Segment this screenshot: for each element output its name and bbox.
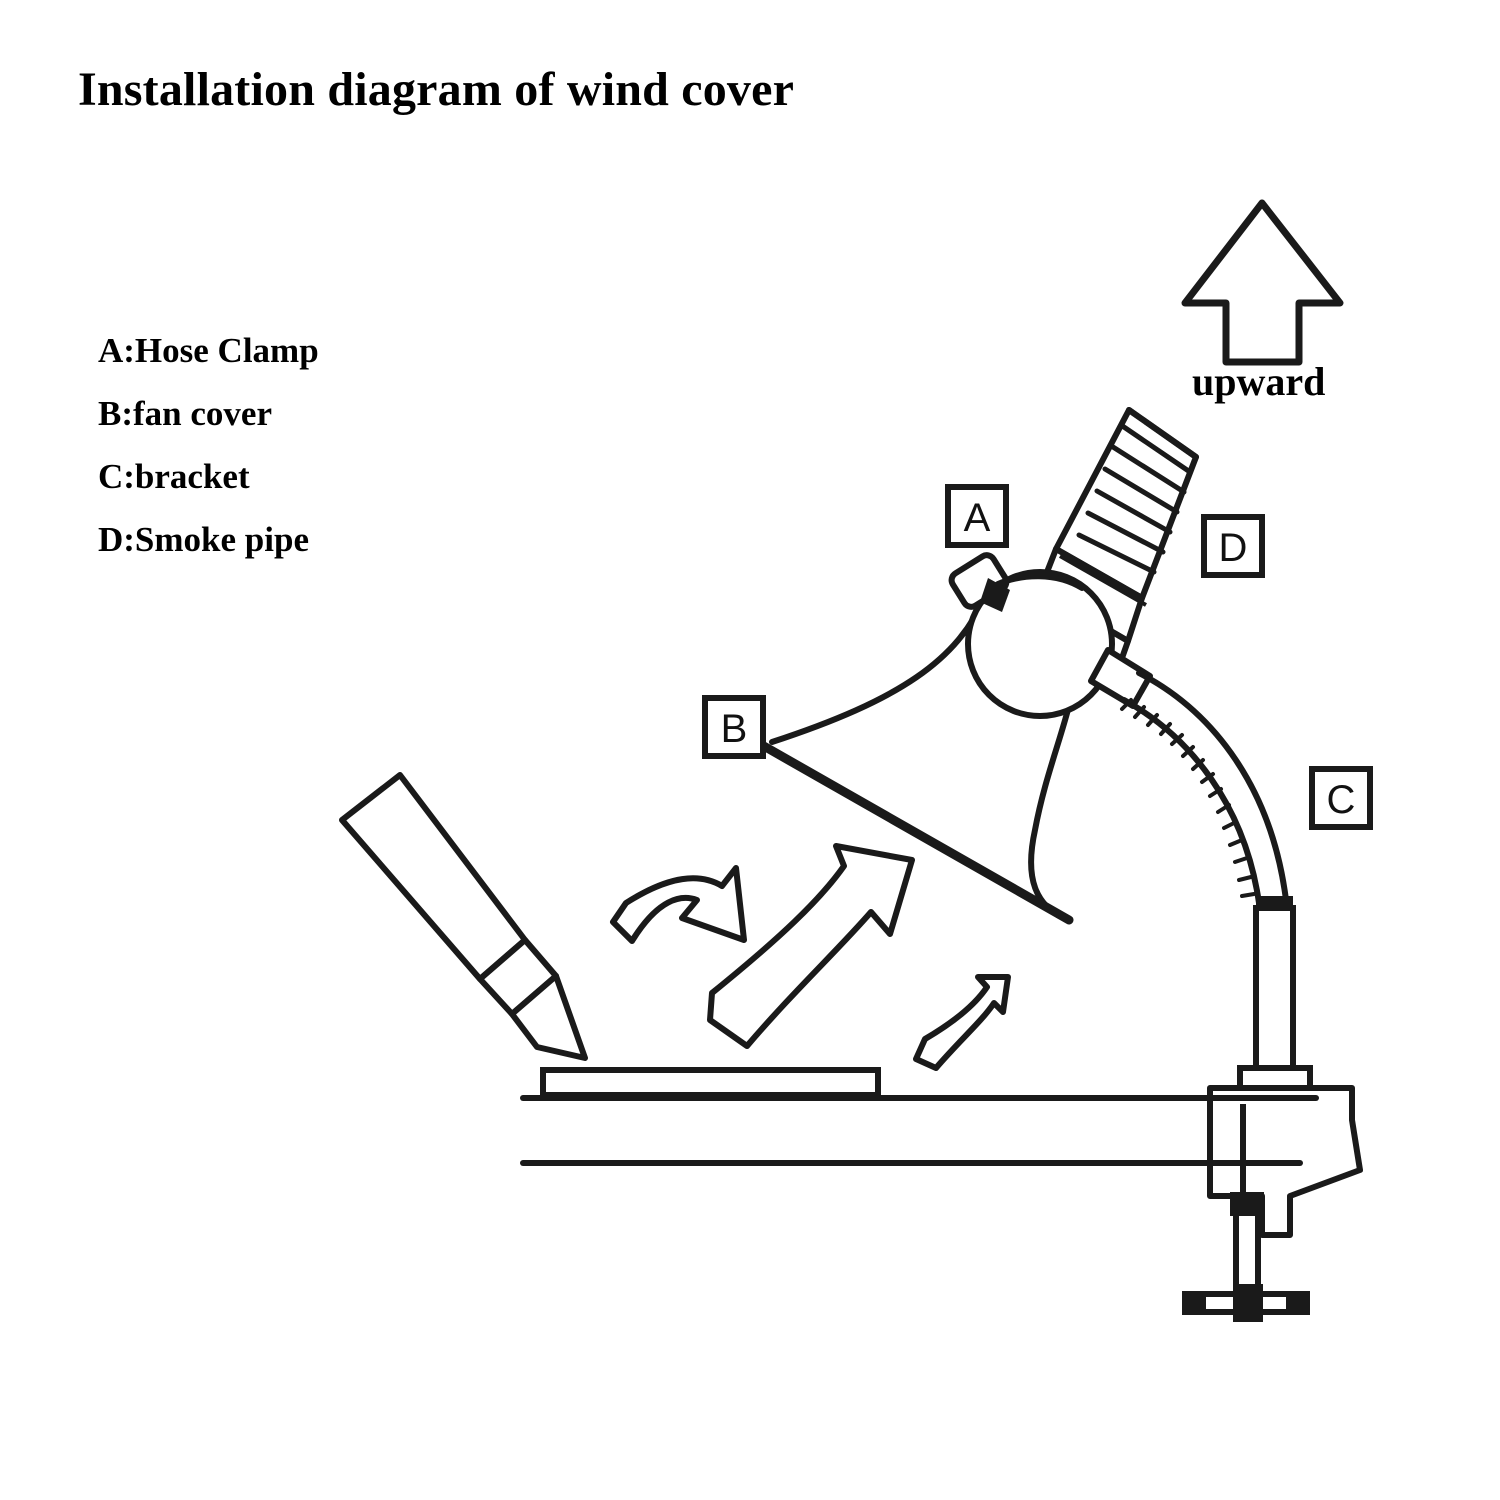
legend-item-d: D:Smoke pipe xyxy=(98,520,309,559)
up-arrow-icon xyxy=(1181,199,1344,366)
legend-list: A:Hose Clamp B:fan cover C:bracket D:Smo… xyxy=(98,333,518,585)
callout-box-c[interactable]: C xyxy=(1309,766,1373,830)
callout-letter-d: D xyxy=(1219,526,1248,570)
smoke-flow-arrows xyxy=(610,843,1011,1071)
callout-letter-c: C xyxy=(1327,778,1356,822)
pcb-board xyxy=(540,1067,881,1098)
workbench xyxy=(520,1095,1319,1166)
callout-box-b[interactable]: B xyxy=(702,695,766,759)
callout-letter-b: B xyxy=(721,707,748,751)
legend-item-c: C:bracket xyxy=(98,457,250,496)
hose-clamp xyxy=(948,552,1085,612)
callout-box-a[interactable]: A xyxy=(945,484,1009,548)
fan-cover xyxy=(769,569,1153,921)
callout-letter-a: A xyxy=(964,496,991,540)
gooseneck-bracket xyxy=(1120,670,1296,1071)
legend-item-a: A:Hose Clamp xyxy=(98,331,319,370)
upward-label: upward xyxy=(1192,359,1326,404)
page-title: Installation diagram of wind cover xyxy=(78,63,795,116)
legend-item-b: B:fan cover xyxy=(98,394,272,433)
table-clamp xyxy=(1182,1065,1363,1322)
fan-impeller xyxy=(965,569,1115,719)
soldering-iron xyxy=(339,772,588,1061)
callout-leader-b xyxy=(757,740,1074,925)
callout-box-d[interactable]: D xyxy=(1201,514,1265,578)
